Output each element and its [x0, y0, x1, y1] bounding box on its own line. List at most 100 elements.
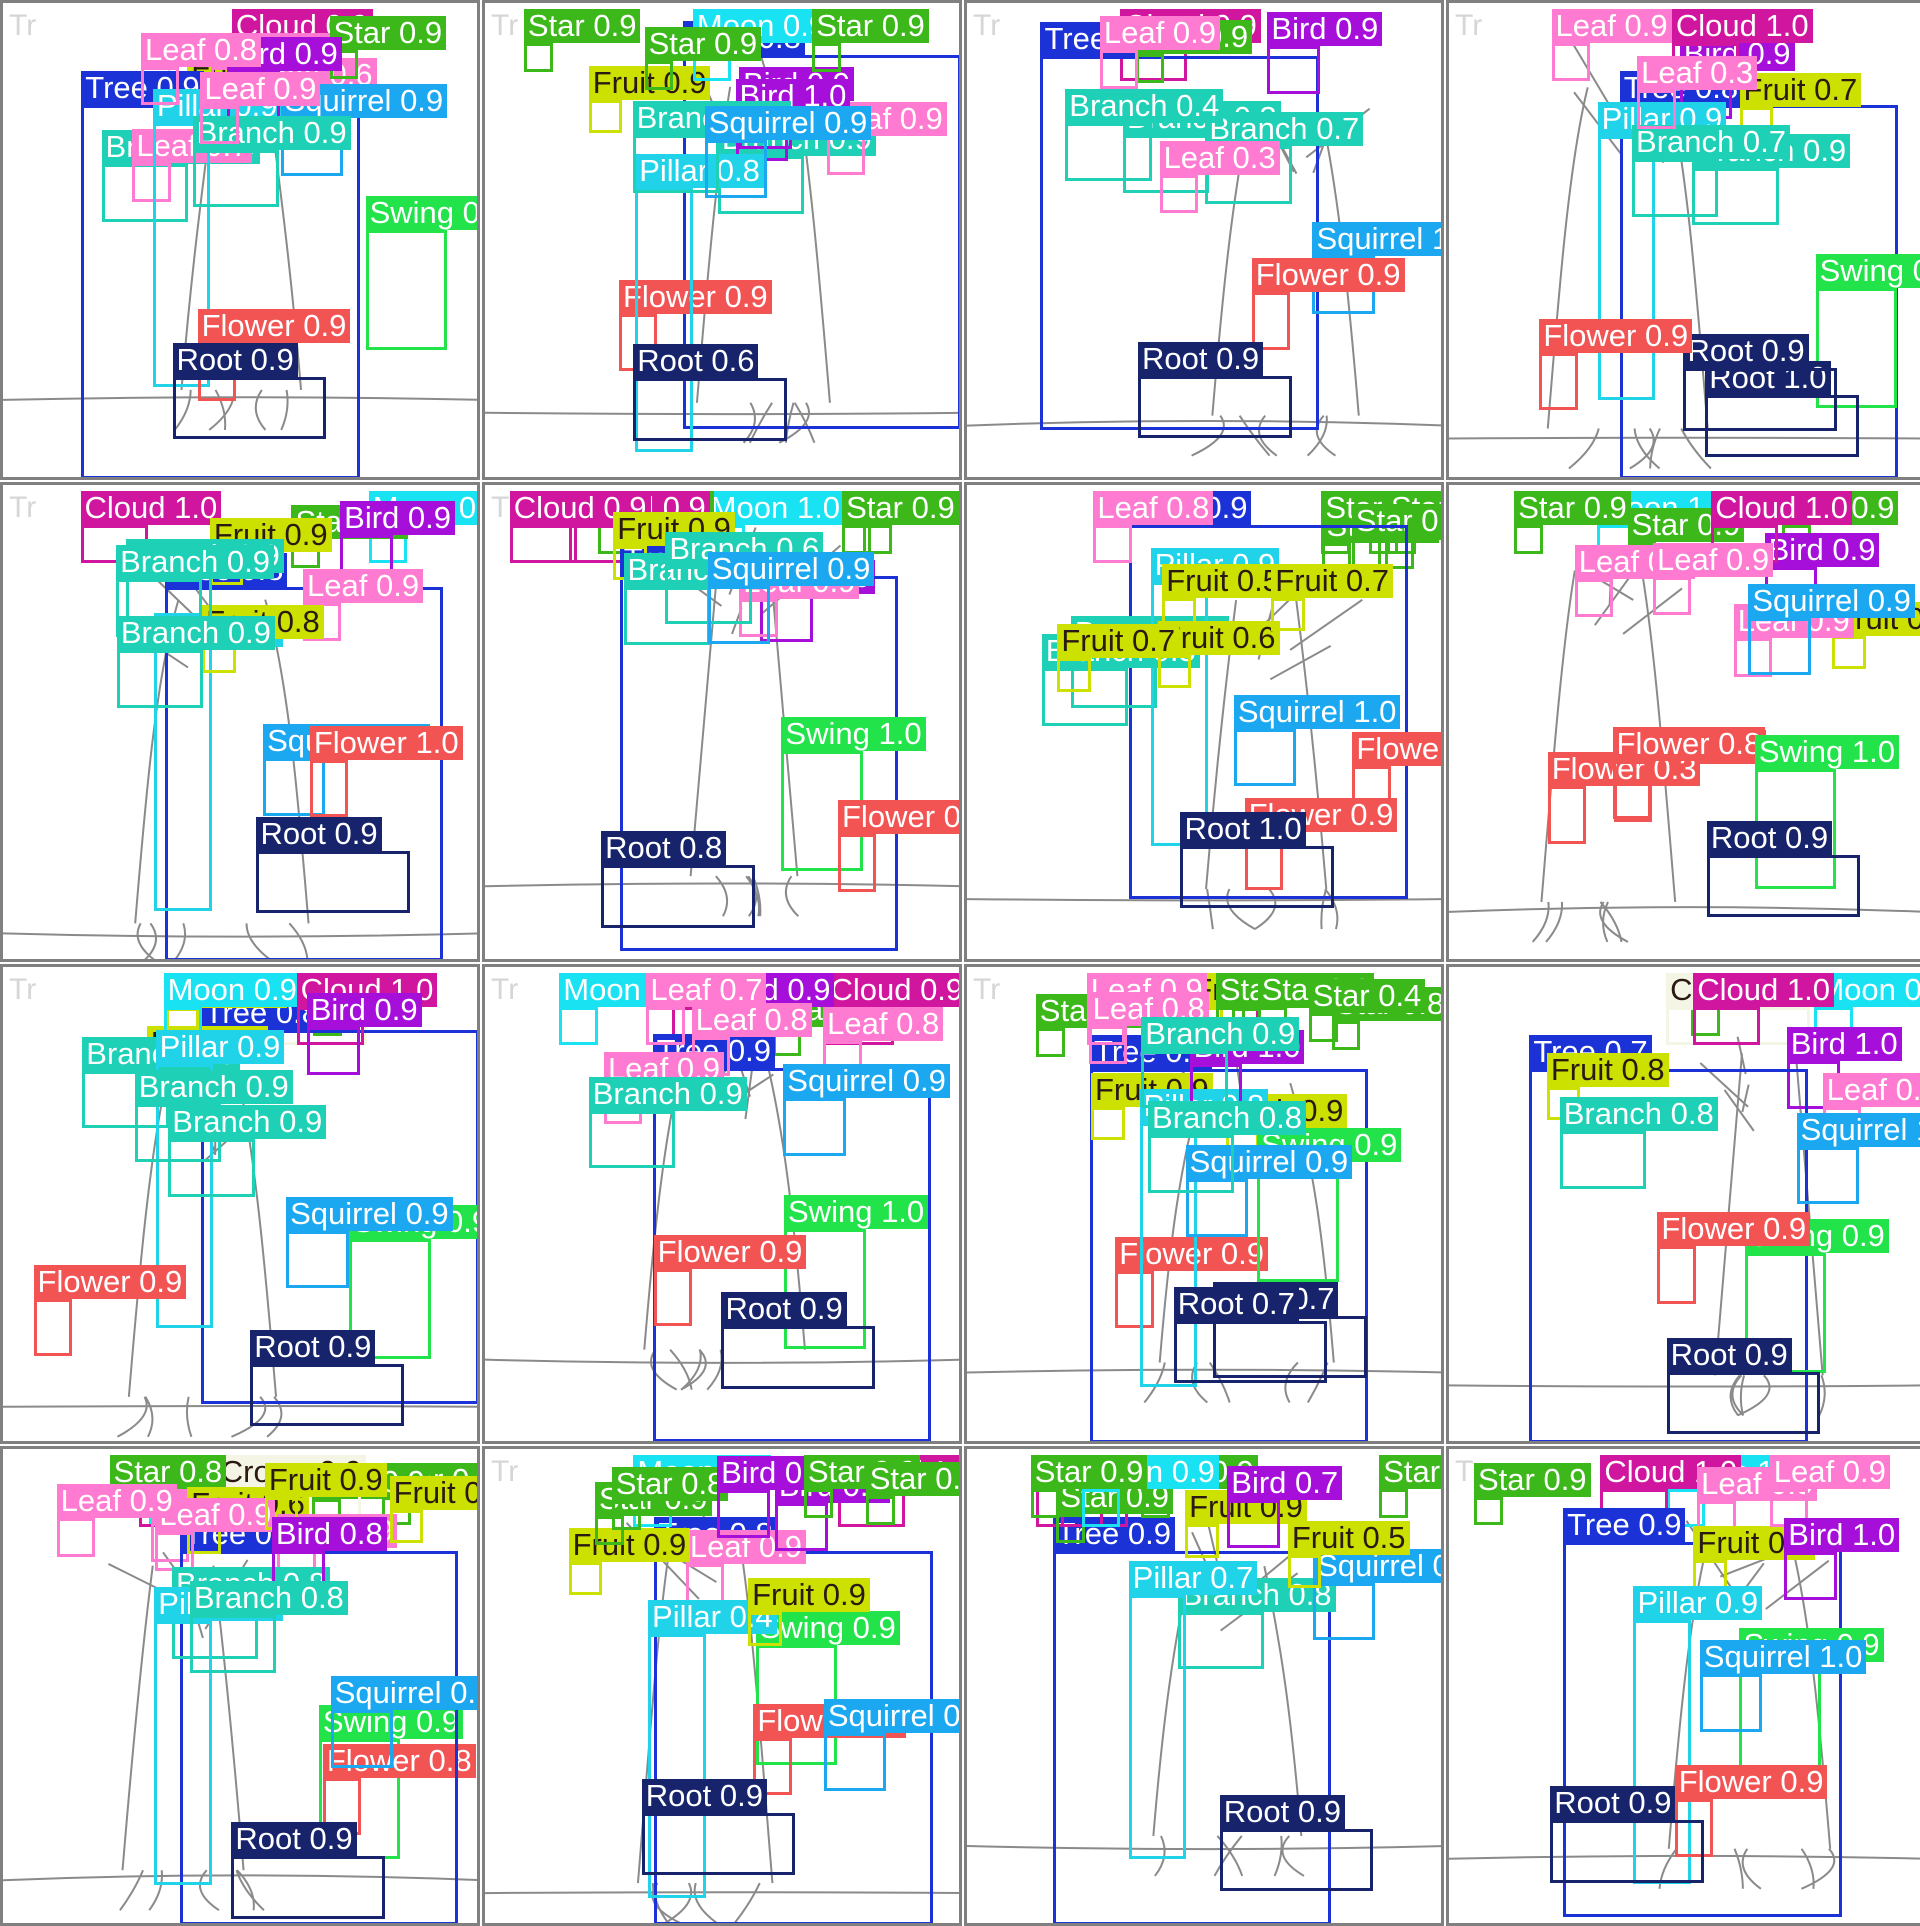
- class-name: Root: [1671, 1337, 1736, 1372]
- detection-box-leaf: Leaf 0.9: [827, 136, 865, 174]
- detection-label: Squirrel 1.0: [1234, 695, 1401, 729]
- class-name: Bird: [344, 500, 399, 535]
- detection-label: Flower 0.9: [838, 800, 962, 834]
- detection-box-root: Root 0.9: [173, 377, 327, 439]
- detection-label: Bird 0.9: [1267, 12, 1382, 46]
- class-name: Fruit: [1061, 623, 1123, 658]
- detection-box-branch: Branch 0.4: [1065, 123, 1151, 181]
- confidence-score: 0.9: [295, 36, 338, 71]
- class-name: Swing: [1759, 734, 1843, 769]
- detection-label: Bird 0.9: [1765, 533, 1880, 567]
- detection-box-flower: Flower 0.9: [1539, 353, 1577, 411]
- detection-box-root: Root 0.9: [1683, 368, 1837, 430]
- confidence-score: 0.9: [903, 1063, 946, 1098]
- detection-box-root: Root 0.7: [1174, 1321, 1328, 1383]
- detection-label: Flower 1.0: [310, 726, 463, 760]
- detection-label: Root 1.0: [1180, 812, 1305, 846]
- confidence-score: 0.9: [273, 71, 316, 106]
- detection-box-flower: Flower 0.9: [34, 1299, 72, 1357]
- confidence-score: 0.9: [1350, 797, 1393, 832]
- confidence-score: 1.0: [881, 1194, 924, 1229]
- confidence-score: 0.7: [1295, 1465, 1338, 1500]
- detection-box-star: Star 0.9: [866, 1496, 895, 1525]
- detection-label: Star 0.9: [1514, 491, 1631, 525]
- confidence-score: 0.4: [1378, 978, 1421, 1013]
- confidence-score: 0.6: [1232, 620, 1275, 655]
- detection-box-fruit: Fruit 0.9: [569, 1562, 603, 1596]
- detection-box-flower: Flower 0.9: [1657, 1246, 1695, 1304]
- detection-label: Leaf 0.7: [646, 973, 766, 1007]
- confidence-score: 0.9: [920, 972, 962, 1007]
- detection-box-leaf: Leaf 0.8: [1089, 1026, 1127, 1064]
- class-name: Leaf: [61, 1483, 121, 1518]
- detection-label: Root 0.9: [721, 1292, 846, 1326]
- detection-label: Star 0.8: [612, 1467, 729, 1501]
- confidence-score: 0.8: [1166, 490, 1209, 525]
- class-name: Bird: [276, 1516, 331, 1551]
- confidence-score: 0.9: [1298, 1794, 1341, 1829]
- class-name: Cloud: [1697, 972, 1778, 1007]
- confidence-score: 0.9: [406, 1196, 449, 1231]
- confidence-score: 0.9: [1905, 972, 1920, 1007]
- detection-box-fruit: Fruit 0.9: [1091, 1107, 1125, 1141]
- confidence-score: 0.9: [935, 1461, 962, 1496]
- detection-label: Fruit 0.9: [390, 1476, 480, 1510]
- confidence-score: 0.7: [1346, 563, 1389, 598]
- confidence-score: 0.9: [335, 816, 378, 851]
- class-name: Leaf: [1579, 544, 1639, 579]
- confidence-score: 0.9: [900, 101, 943, 136]
- class-name: Leaf: [650, 972, 710, 1007]
- image-filename-watermark: Tr: [491, 973, 518, 1007]
- class-name: Flower: [1679, 1764, 1772, 1799]
- detection-box-root: Root 0.9: [231, 1856, 385, 1918]
- class-name: Tree: [85, 70, 148, 105]
- detection-label: Root 0.9: [250, 1330, 375, 1364]
- class-name: Flower: [658, 1234, 751, 1269]
- confidence-score: 0.9: [823, 1577, 866, 1612]
- class-name: Bird: [311, 992, 366, 1027]
- detection-label: Star 0.9: [1379, 1455, 1444, 1489]
- class-name: Bird: [1231, 1465, 1286, 1500]
- confidence-score: 1.0: [1353, 694, 1396, 729]
- detection-box-leaf: Leaf 0.8: [141, 67, 179, 105]
- class-name: Fruit: [1551, 1052, 1613, 1087]
- detection-box-star: Star 0.4: [1309, 1013, 1338, 1042]
- detection-box-cloud: Cloud 0.9: [510, 525, 577, 563]
- confidence-score: 0.7: [1814, 72, 1857, 107]
- detection-box-squirrel: Squirrel 1.0: [1797, 1147, 1859, 1205]
- detection-box-fruit: Fruit 0.7: [1057, 658, 1091, 692]
- confidence-score: 0.9: [374, 992, 417, 1027]
- confidence-score: 0.9: [139, 1264, 182, 1299]
- confidence-score: 0.5: [1362, 1520, 1405, 1555]
- class-name: Root: [1687, 333, 1752, 368]
- confidence-score: 0.8: [896, 1006, 939, 1041]
- detection-box-squirrel: Squirrel 0.9: [783, 1098, 845, 1156]
- detection-box-root: Root 0.6: [633, 378, 787, 440]
- detection-label: Branch 0.9: [117, 616, 275, 650]
- detection-box-branch: Branch 0.8: [1148, 1135, 1234, 1193]
- confidence-score: 0.8: [340, 1516, 383, 1551]
- class-name: Root: [1224, 1794, 1289, 1829]
- detection-label: Fruit 0.7: [1057, 624, 1179, 658]
- confidence-score: 0.9: [1100, 1454, 1143, 1489]
- detection-box-bird: Bird 0.9: [1267, 46, 1320, 94]
- class-name: Cloud: [830, 972, 911, 1007]
- confidence-score: 0.9: [714, 26, 757, 61]
- detection-label: Fruit 0.9: [569, 1528, 691, 1562]
- detection-label: Star 0.9: [330, 16, 447, 50]
- confidence-score: 0.9: [1172, 1454, 1215, 1489]
- class-name: Branch: [120, 544, 218, 579]
- confidence-score: 0.9: [303, 308, 346, 343]
- detection-label: Squirrel 0.9: [824, 1699, 962, 1733]
- detection-label: Flower 0.9: [198, 309, 351, 343]
- detection-box-flower: Flower 0.9: [654, 1269, 692, 1327]
- detection-label: Leaf 0.9: [57, 1484, 177, 1518]
- detection-label: Branch 0.9: [589, 1077, 747, 1111]
- detection-box-squirrel: Squirrel 0.9: [286, 1231, 348, 1289]
- confidence-score: 0.9: [328, 1329, 371, 1364]
- detection-box-branch: Branch 0.8: [1560, 1131, 1646, 1189]
- class-name: Cloud: [1715, 490, 1796, 525]
- detection-label: Root 0.9: [231, 1822, 356, 1856]
